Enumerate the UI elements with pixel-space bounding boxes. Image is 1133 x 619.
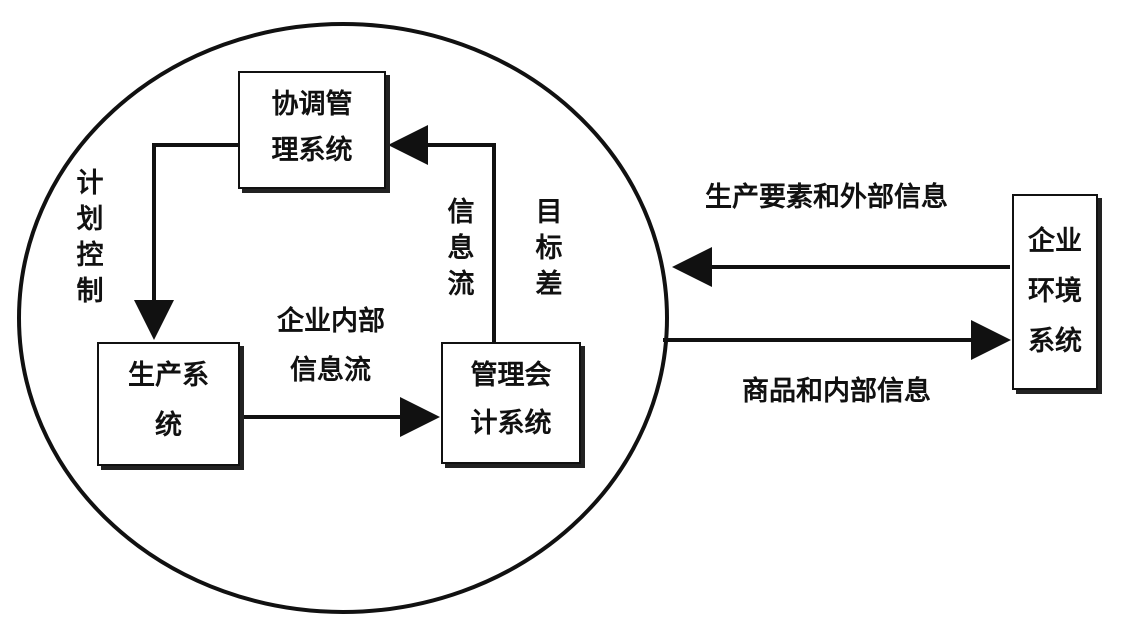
plan-control-char: 制 <box>76 276 104 307</box>
plan-control-label: 计 划 控 制 <box>74 166 106 310</box>
info-flow-label: 信 息 流 <box>445 195 477 303</box>
production-system-box: 生产系 统 <box>97 342 240 466</box>
info-flow-char: 信 <box>447 197 475 228</box>
target-gap-char: 目 <box>535 197 563 228</box>
environment-line2: 环境 <box>1028 276 1082 307</box>
plan-control-char: 控 <box>76 240 104 271</box>
plan-control-arrow <box>134 143 238 340</box>
info-flow-char: 流 <box>447 269 475 300</box>
info-flow-char: 息 <box>447 233 475 264</box>
target-gap-char: 差 <box>535 269 563 300</box>
target-gap-label: 目 标 差 <box>533 195 565 303</box>
coordination-line1: 协调管 <box>271 89 353 120</box>
target-gap-char: 标 <box>535 233 563 264</box>
production-line1: 生产系 <box>128 360 209 391</box>
management-accounting-box: 管理会 计系统 <box>441 342 581 464</box>
enterprise-boundary-ellipse <box>17 22 669 614</box>
plan-control-char: 划 <box>76 204 104 235</box>
plan-control-char: 计 <box>76 168 104 199</box>
outputs-label: 商品和内部信息 <box>742 376 931 407</box>
feedback-arrow <box>388 125 496 342</box>
accounting-line1: 管理会 <box>470 360 552 391</box>
inputs-label: 生产要素和外部信息 <box>705 182 948 213</box>
coordination-management-box: 协调管 理系统 <box>238 71 386 189</box>
internal-info-label-line1: 企业内部 <box>277 306 385 337</box>
enterprise-environment-box: 企业 环境 系统 <box>1012 194 1098 390</box>
environment-line1: 企业 <box>1028 226 1082 257</box>
internal-info-label-line2: 信息流 <box>290 355 371 386</box>
accounting-line2: 计系统 <box>470 408 552 439</box>
environment-line3: 系统 <box>1028 326 1082 357</box>
coordination-line2: 理系统 <box>271 135 353 166</box>
production-line2: 统 <box>155 410 182 441</box>
